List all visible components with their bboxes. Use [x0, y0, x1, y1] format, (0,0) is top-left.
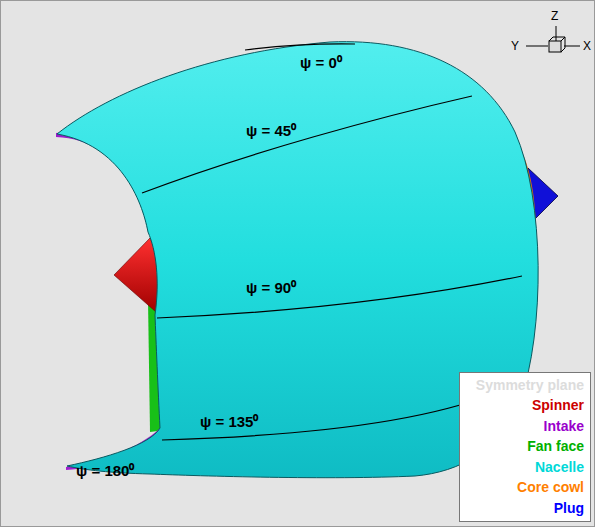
- legend-box: Symmetry planeSpinnerIntakeFan faceNacel…: [459, 372, 591, 523]
- station-label: ψ = 45⁰: [246, 123, 296, 138]
- station-line: [142, 96, 472, 193]
- spinner: [114, 238, 159, 312]
- station-label: ψ = 90⁰: [246, 280, 296, 295]
- station-label: ψ = 180⁰: [76, 463, 134, 478]
- legend-entry: Intake: [460, 416, 590, 437]
- axis-label: Z: [551, 10, 558, 22]
- legend-entry: Core cowl: [460, 477, 590, 498]
- station-line: [162, 395, 490, 440]
- station-line: [157, 276, 522, 318]
- axis-label: Y: [511, 40, 519, 52]
- station-label: ψ = 135⁰: [200, 414, 258, 429]
- legend-entry: Fan face: [460, 436, 590, 457]
- legend-entry: Plug: [460, 498, 590, 519]
- legend-entry: Nacelle: [460, 457, 590, 478]
- axis-triad: [526, 26, 580, 52]
- axis-label: X: [583, 40, 591, 52]
- legend-entry: Symmetry plane: [460, 375, 590, 396]
- legend-entry: Spinner: [460, 395, 590, 416]
- station-label: ψ = 0⁰: [300, 55, 342, 70]
- station-line: [245, 44, 355, 50]
